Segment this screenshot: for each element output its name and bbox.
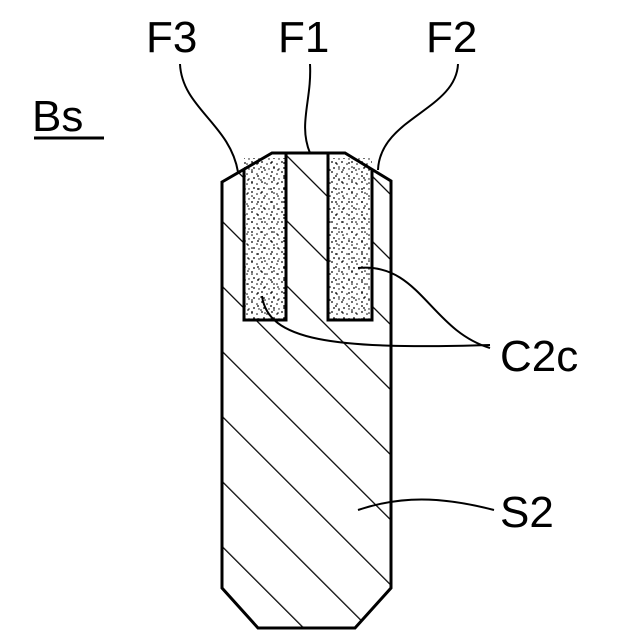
leader-f1 — [305, 64, 310, 153]
leader-f2 — [378, 64, 458, 170]
figure-title: Bs — [32, 92, 83, 141]
label-f2: F2 — [426, 13, 477, 62]
label-s2: S2 — [500, 488, 554, 537]
label-f3: F3 — [146, 13, 197, 62]
label-f1: F1 — [278, 13, 329, 62]
label-c2c: C2c — [500, 332, 578, 381]
leader-f3 — [180, 64, 238, 172]
